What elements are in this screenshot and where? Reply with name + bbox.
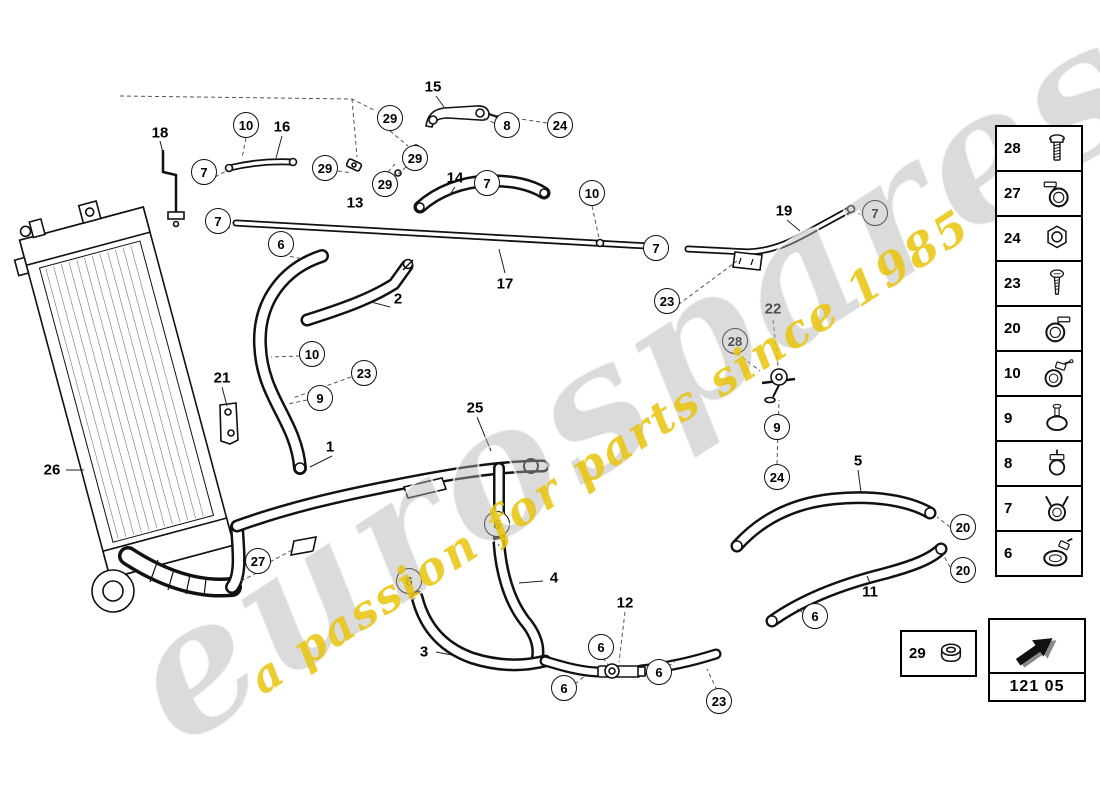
callout-23[interactable]: 23 xyxy=(706,688,732,714)
worm-clamp-icon xyxy=(1040,357,1074,391)
callout-7[interactable]: 7 xyxy=(862,200,888,226)
callout-24[interactable]: 24 xyxy=(764,464,790,490)
callout-10[interactable]: 10 xyxy=(299,341,325,367)
legend-item-24[interactable]: 24 xyxy=(995,215,1083,262)
callout-9[interactable]: 9 xyxy=(764,414,790,440)
part-label-16[interactable]: 16 xyxy=(273,118,291,136)
part-label-17[interactable]: 17 xyxy=(496,275,514,293)
legend-item-number: 9 xyxy=(1004,410,1013,427)
legend-item-number: 8 xyxy=(1004,455,1013,472)
legend-item-number: 6 xyxy=(1004,545,1013,562)
part-label-25[interactable]: 25 xyxy=(466,399,484,417)
callout-9[interactable]: 9 xyxy=(307,385,333,411)
part-label-1[interactable]: 1 xyxy=(325,438,335,456)
legend-item-9[interactable]: 9 xyxy=(995,395,1083,442)
part-label-12[interactable]: 12 xyxy=(616,594,634,612)
legend-item-20[interactable]: 20 xyxy=(995,305,1083,352)
nut-icon xyxy=(1040,222,1074,256)
hose-set xyxy=(128,162,941,672)
callout-6[interactable]: 6 xyxy=(268,231,294,257)
callout-10[interactable]: 10 xyxy=(579,180,605,206)
callout-6[interactable]: 6 xyxy=(802,603,828,629)
part-label-18[interactable]: 18 xyxy=(151,124,169,142)
part-label-2[interactable]: 2 xyxy=(393,290,403,308)
grommet-number: 29 xyxy=(909,645,926,662)
callout-29[interactable]: 29 xyxy=(402,145,428,171)
clamp-right-icon xyxy=(1040,312,1074,346)
grommet-legend-box[interactable]: 29 xyxy=(900,630,977,677)
legend-item-number: 20 xyxy=(1004,320,1021,337)
part-label-21[interactable]: 21 xyxy=(213,369,231,387)
callout-29[interactable]: 29 xyxy=(377,105,403,131)
callout-6[interactable]: 6 xyxy=(646,659,672,685)
part-label-5[interactable]: 5 xyxy=(853,452,863,470)
callout-7[interactable]: 7 xyxy=(474,170,500,196)
legend-item-8[interactable]: 8 xyxy=(995,440,1083,487)
hose-clamp-icon xyxy=(1040,537,1074,571)
hardware-legend: 28 27 24 23 20 10 9 8 7 6 xyxy=(995,125,1083,577)
legend-item-10[interactable]: 10 xyxy=(995,350,1083,397)
callout-6[interactable]: 6 xyxy=(551,675,577,701)
legend-item-6[interactable]: 6 xyxy=(995,530,1083,577)
callout-7[interactable]: 7 xyxy=(205,208,231,234)
nav-arrow-icon xyxy=(1007,622,1067,670)
legend-item-number: 24 xyxy=(1004,230,1021,247)
part-label-26[interactable]: 26 xyxy=(43,461,61,479)
clamp-left-icon xyxy=(1040,177,1074,211)
legend-item-27[interactable]: 27 xyxy=(995,170,1083,217)
part-label-11[interactable]: 11 xyxy=(862,583,878,601)
legend-item-number: 7 xyxy=(1004,500,1013,517)
ear-clamp-icon xyxy=(1040,492,1074,526)
callout-28[interactable]: 28 xyxy=(722,328,748,354)
screw-icon xyxy=(1040,267,1074,301)
part-label-22[interactable]: 22 xyxy=(764,300,782,318)
part-label-19[interactable]: 19 xyxy=(775,202,793,220)
diagram-code-box[interactable]: 121 05 xyxy=(988,618,1086,702)
legend-item-23[interactable]: 23 xyxy=(995,260,1083,307)
part-label-3[interactable]: 3 xyxy=(419,643,429,661)
callout-6[interactable]: 6 xyxy=(396,568,422,594)
grommet-icon xyxy=(934,637,968,671)
part-label-13[interactable]: 13 xyxy=(346,194,364,212)
callout-6[interactable]: 6 xyxy=(588,634,614,660)
legend-item-number: 28 xyxy=(1004,140,1021,157)
callout-29[interactable]: 29 xyxy=(312,155,338,181)
callout-20[interactable]: 20 xyxy=(950,557,976,583)
legend-item-7[interactable]: 7 xyxy=(995,485,1083,532)
callout-23[interactable]: 23 xyxy=(351,360,377,386)
callout-7[interactable]: 7 xyxy=(191,159,217,185)
callout-27[interactable]: 27 xyxy=(245,548,271,574)
diagram-code: 121 05 xyxy=(990,672,1084,700)
leader-lines xyxy=(66,95,951,691)
callout-8[interactable]: 8 xyxy=(494,112,520,138)
callout-10[interactable]: 10 xyxy=(233,112,259,138)
legend-item-28[interactable]: 28 xyxy=(995,125,1083,172)
bolt-clamp-icon xyxy=(1040,402,1074,436)
part-label-15[interactable]: 15 xyxy=(424,78,442,96)
callout-23[interactable]: 23 xyxy=(654,288,680,314)
callout-24[interactable]: 24 xyxy=(547,112,573,138)
part-label-14[interactable]: 14 xyxy=(446,169,464,187)
part-label-4[interactable]: 4 xyxy=(549,569,559,587)
legend-item-number: 10 xyxy=(1004,365,1021,382)
legend-item-number: 27 xyxy=(1004,185,1021,202)
bridge-clamp-icon xyxy=(1040,447,1074,481)
callout-6[interactable]: 6 xyxy=(484,511,510,537)
legend-item-number: 23 xyxy=(1004,275,1021,292)
callout-7[interactable]: 7 xyxy=(643,235,669,261)
callout-29[interactable]: 29 xyxy=(372,171,398,197)
callout-20[interactable]: 20 xyxy=(950,514,976,540)
bolt-icon xyxy=(1040,132,1074,166)
